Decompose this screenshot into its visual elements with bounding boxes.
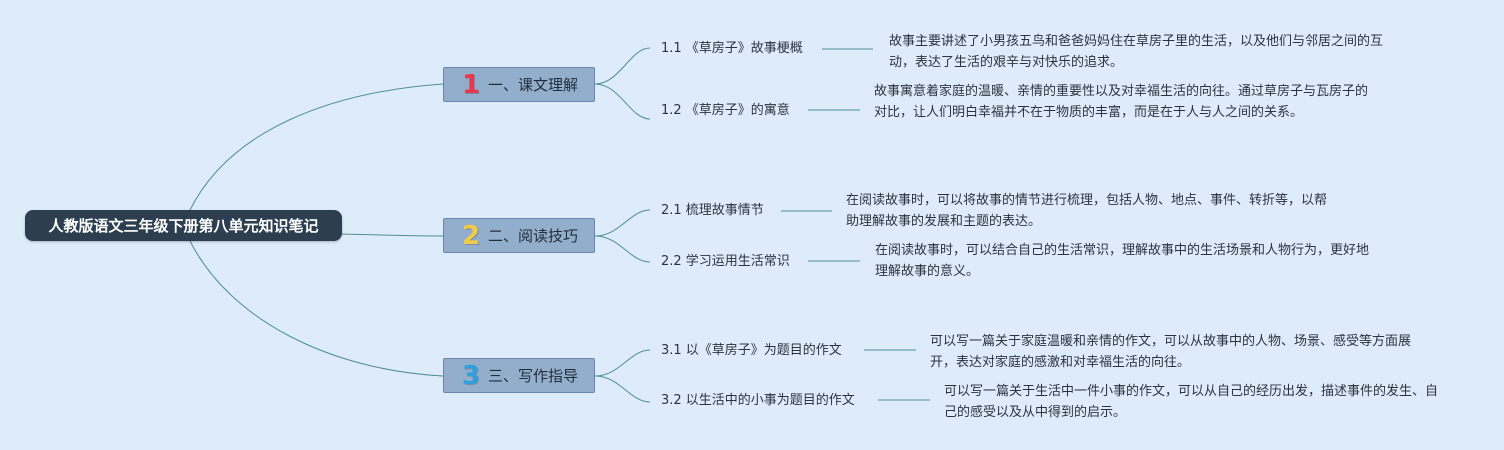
connector-branch-3-child-1 (594, 349, 651, 377)
sub-topic-3-2[interactable]: 3.2 以生活中的小事为题目的作文 (661, 393, 855, 408)
branch-node-1[interactable]: 1 一、课文理解 (443, 67, 595, 102)
connector-branch-2-child-1 (594, 209, 651, 237)
sub-topic-1-2[interactable]: 1.2 《草房子》的寓意 (661, 103, 790, 118)
sub-topic-1-1[interactable]: 1.1 《草房子》故事梗概 (661, 41, 803, 56)
note-2-2: 在阅读故事时，可以结合自己的生活常识，理解故事中的生活场景和人物行为，更好地理解… (875, 243, 1370, 279)
connector-root-branch-2 (341, 233, 444, 237)
connector-branch-1-child-1 (594, 47, 651, 85)
branch-node-3[interactable]: 3 三、写作指导 (443, 358, 595, 393)
number-3-icon: 3 (461, 360, 481, 391)
note-1-2: 故事寓意着家庭的温暖、亲情的重要性以及对幸福生活的向往。通过草房子与瓦房子的对比… (874, 84, 1369, 120)
branch-node-2[interactable]: 2 二、阅读技巧 (443, 218, 595, 253)
sub-topic-3-1[interactable]: 3.1 以《草房子》为题目的作文 (661, 343, 842, 358)
note-3-2: 可以写一篇关于生活中一件小事的作文，可以从自己的经历出发，描述事件的发生、自己的… (944, 384, 1439, 420)
connector-branch-2-child-2 (594, 235, 651, 263)
root-node-label: 人教版语文三年级下册第八单元知识笔记 (48, 217, 319, 235)
sub-topic-2-2[interactable]: 2.2 学习运用生活常识 (661, 254, 790, 269)
branch-label-1: 一、课文理解 (488, 76, 579, 94)
connector-branch-3-child-2 (594, 375, 651, 403)
connector-branch-1-child-2 (594, 83, 651, 120)
number-1-icon: 1 (461, 69, 481, 100)
connector-root-branch-3 (189, 240, 444, 377)
branch-label-3: 三、写作指导 (488, 367, 579, 385)
root-node[interactable]: 人教版语文三年级下册第八单元知识笔记 (25, 210, 342, 241)
note-3-1: 可以写一篇关于家庭温暖和亲情的作文，可以从故事中的人物、场景、感受等方面展开，表… (930, 334, 1412, 370)
branch-label-2: 二、阅读技巧 (488, 227, 579, 245)
sub-topic-2-1[interactable]: 2.1 梳理故事情节 (661, 203, 764, 218)
number-2-icon: 2 (461, 220, 481, 251)
note-1-1: 故事主要讲述了小男孩五鸟和爸爸妈妈住在草房子里的生活，以及他们与邻居之间的互动，… (889, 34, 1384, 70)
note-2-1: 在阅读故事时，可以将故事的情节进行梳理，包括人物、地点、事件、转折等，以帮助理解… (846, 193, 1328, 229)
connector-root-branch-1 (189, 83, 444, 211)
